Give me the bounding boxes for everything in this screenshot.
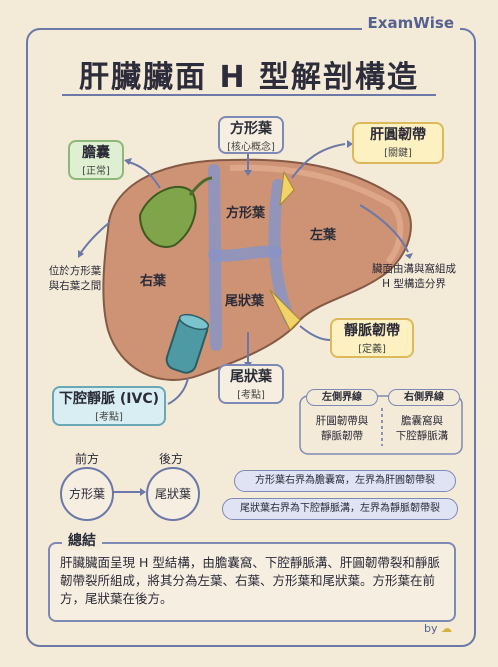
callout-quadrate: 方形葉 [核心概念] — [218, 116, 284, 154]
arrow-boundary — [359, 204, 409, 253]
left-border-text: 肝圓韌帶與 靜脈韌帶 — [315, 415, 369, 442]
callout-ivc-title: 下腔靜脈 (IVC) — [59, 391, 159, 407]
page-title: 肝臟臟面 H 型解剖構造 — [79, 60, 419, 95]
ivc-vessel — [165, 313, 210, 374]
callout-ivc: 下腔靜脈 (IVC) [考點] — [52, 386, 166, 426]
callout-quadrate-sub: [核心概念] — [227, 142, 275, 153]
summary-text: 肝臟臟面呈現 H 型結構，由膽囊窩、下腔靜脈溝、肝圓韌帶裂和靜脈韌帶裂所組成，將… — [60, 555, 440, 606]
right-border-title: 右側界線 — [388, 389, 460, 406]
right-border-text: 膽囊窩與 下腔靜脈溝 — [395, 415, 449, 442]
callout-round-ligament-sub: [關鍵] — [384, 148, 412, 159]
brand-logo: ExamWise — [361, 14, 460, 32]
frame — [26, 28, 476, 647]
arrow-gallbladder — [127, 161, 161, 189]
liver-label-left: 左葉 — [310, 228, 337, 243]
fact-quadrate: 方形葉右界為膽囊窩，左界為肝圓韌帶裂 — [234, 470, 456, 492]
venous-ligament — [269, 289, 301, 331]
callout-venous-ligament-sub: [定義] — [358, 344, 386, 355]
arrow-gb-position — [79, 221, 111, 255]
banana-icon: ☁ — [441, 622, 452, 635]
front-quadrate-circle: 方形葉 — [60, 467, 114, 521]
arrow-round-lig — [291, 143, 346, 179]
note-gb-position: 位於方形葉 與右葉之間 — [48, 265, 102, 292]
back-caudate-circle: 尾狀葉 — [146, 467, 200, 521]
callout-venous-ligament-title: 靜脈韌帶 — [344, 323, 400, 339]
round-ligament — [279, 170, 295, 207]
callout-caudate-sub: [考點] — [237, 390, 265, 401]
back-label: 後方 — [158, 452, 183, 466]
front-label: 前方 — [74, 452, 99, 466]
callout-round-ligament: 肝圓韌帶 [關鍵] — [352, 122, 444, 164]
title-underline — [62, 94, 436, 96]
liver-label-quadrate: 方形葉 — [226, 206, 266, 221]
callout-caudate: 尾狀葉 [考點] — [218, 364, 284, 404]
h-crossbar — [208, 245, 282, 262]
callout-caudate-title: 尾狀葉 — [230, 369, 272, 385]
gallbladder-shape — [138, 186, 197, 248]
callout-gallbladder-sub: [正常] — [82, 166, 110, 177]
callout-gallbladder-title: 膽囊 — [82, 145, 110, 161]
boundary-box — [299, 395, 463, 455]
note-h-boundary: 臟面由溝與窩組成 H 型構造分界 — [372, 263, 456, 290]
callout-quadrate-title: 方形葉 — [230, 121, 272, 137]
callout-round-ligament-title: 肝圓韌帶 — [370, 127, 426, 143]
fact-caudate: 尾狀葉右界為下腔靜脈溝，左界為靜脈韌帶裂 — [222, 498, 458, 520]
byline-text: by — [424, 622, 438, 635]
liver-label-right: 右葉 — [140, 274, 167, 289]
byline: by ☁ — [424, 622, 452, 635]
liver-label-caudate: 尾狀葉 — [225, 294, 265, 309]
arrow-venous-lig — [299, 325, 331, 341]
callout-ivc-sub: [考點] — [95, 412, 123, 423]
arrow-ivc — [167, 377, 189, 405]
left-border-title: 左側界線 — [306, 389, 378, 406]
summary-title: 總結 — [62, 530, 102, 550]
callout-venous-ligament: 靜脈韌帶 [定義] — [330, 318, 414, 358]
callout-gallbladder: 膽囊 [正常] — [68, 140, 124, 180]
summary-box — [48, 542, 456, 622]
